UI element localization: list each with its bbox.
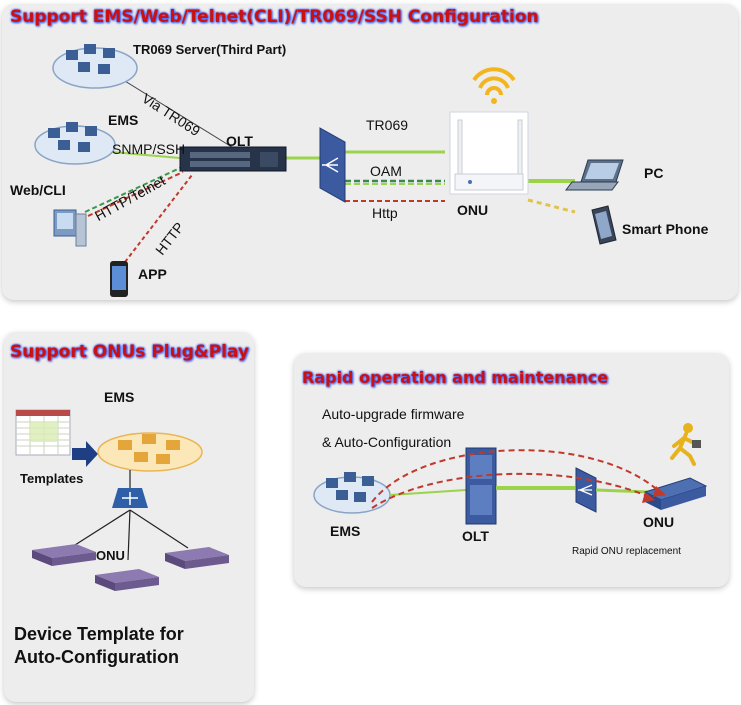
smart-phone-label: Smart Phone [622, 221, 709, 237]
ems-label: EMS [108, 112, 139, 128]
onu-device-icon [165, 547, 229, 569]
ems-cloud-icon [34, 122, 116, 165]
rapid-ems-label: EMS [330, 523, 361, 539]
tr069-server-icon [52, 44, 138, 89]
plug-play-tree [74, 470, 189, 561]
olt-label: OLT [226, 133, 253, 149]
rapid-olt-device-icon [465, 447, 497, 525]
plug-play-splitter-icon [112, 488, 148, 508]
tr069-server-label: TR069 Server(Third Part) [133, 42, 287, 57]
plug-play-caption-line1: Device Template for [14, 624, 184, 644]
link-splitter-onu [345, 150, 445, 202]
onu-router-icon [449, 111, 529, 195]
link-app-olt [124, 174, 193, 263]
link-ems-olt [111, 151, 181, 159]
smart-phone-icon [591, 205, 617, 245]
app-phone-icon [110, 261, 128, 297]
plug-play-title: Support ONUs Plug&Play [10, 342, 250, 362]
upgrade-arrows [371, 449, 666, 509]
pc-laptop-icon [565, 159, 624, 191]
rapid-link-splitter-onu [595, 488, 649, 494]
ems-server-cloud-icon [97, 432, 203, 472]
onu-device-icon [95, 569, 159, 591]
plug-play-ems-label: EMS [104, 389, 135, 405]
rapid-olt-label: OLT [462, 528, 489, 544]
link-tr069-server-olt [119, 77, 241, 153]
pc-label: PC [644, 165, 664, 181]
wifi-icon [472, 67, 516, 104]
link-onu-phone [527, 198, 576, 214]
auto-config-label: & Auto-Configuration [322, 434, 452, 450]
templates-label: Templates [20, 471, 84, 486]
onu-device-icon [32, 544, 96, 566]
templates-spreadsheet-icon [15, 409, 71, 456]
running-person-icon [670, 423, 701, 466]
rapid-ems-cloud-icon [313, 472, 391, 514]
olt-device-icon [179, 146, 287, 172]
app-label: APP [138, 266, 167, 282]
splitter-icon [319, 127, 346, 203]
tr069-link-label: TR069 [366, 117, 409, 133]
plug-play-onu-label: ONU [96, 548, 125, 563]
web-cli-label: Web/CLI [10, 182, 66, 198]
rapid-onu-replacement-caption: Rapid ONU replacement [572, 546, 681, 557]
onu-label: ONU [457, 202, 489, 218]
http-link-label: Http [372, 205, 398, 221]
plug-play-caption-line2: Auto-Configuration [14, 647, 179, 667]
rapid-link-ems-olt [389, 489, 467, 496]
snmp-ssh-label: SNMP/SSH [112, 141, 186, 157]
rapid-onu-label: ONU [643, 514, 675, 530]
rapid-ops-title: Rapid operation and maintenance [302, 368, 609, 387]
rapid-splitter-icon [575, 467, 597, 513]
templates-arrow-icon [72, 441, 98, 467]
link-webcli-olt [84, 167, 184, 217]
oam-link-label: OAM [370, 163, 402, 179]
auto-upgrade-label: Auto-upgrade firmware [322, 406, 465, 422]
web-cli-computer-icon [53, 209, 87, 247]
network-config-title: Support EMS/Web/Telnet(CLI)/TR069/SSH Co… [10, 7, 539, 27]
